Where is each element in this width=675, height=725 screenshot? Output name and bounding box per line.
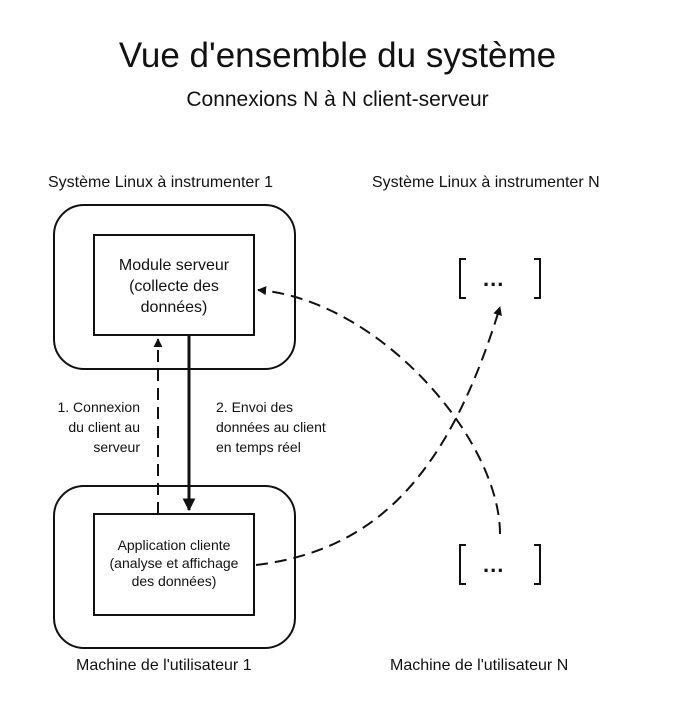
cross-connection-client1-to-serverN xyxy=(255,306,502,566)
server-module-line-1: Module serveur xyxy=(118,257,230,274)
client-app-line-1: Application cliente xyxy=(117,537,231,553)
connection-label-line-1: 1. Connexion xyxy=(57,399,140,415)
data-stream-label: 2. Envoi des données au client en temps … xyxy=(216,397,356,457)
server-system-n-label: Système Linux à instrumenter N xyxy=(372,174,600,191)
user-machine-1-container xyxy=(53,485,296,649)
diagram-title: Vue d'ensemble du système xyxy=(118,36,557,75)
server-module-line-2: (collecte des xyxy=(129,278,219,295)
client-app-line-2: (analyse et affichage xyxy=(109,555,239,571)
server-module-line-3: données) xyxy=(140,299,208,316)
connection-label-line-2: du client au xyxy=(68,419,140,435)
data-stream-label-line-3: en temps réel xyxy=(216,439,301,455)
server-system-1-label: Système Linux à instrumenter 1 xyxy=(48,174,273,191)
server-system-n-placeholder xyxy=(459,258,541,299)
client-app-text: Application cliente (analyse et affichag… xyxy=(94,536,254,590)
user-machine-n-label: Machine de l'utilisateur N xyxy=(390,657,569,674)
data-stream-label-line-2: données au client xyxy=(216,419,326,435)
user-machine-n-placeholder xyxy=(459,544,541,585)
server-module-text: Module serveur (collecte des données) xyxy=(94,255,254,318)
data-stream-label-line-1: 2. Envoi des xyxy=(216,399,294,415)
server-system-1-container xyxy=(53,204,296,370)
cross-connection-clientN-to-server1 xyxy=(257,286,501,535)
diagram-subtitle: Connexions N à N client-serveur xyxy=(186,88,489,111)
server-system-n-dots: ... xyxy=(483,266,505,291)
connection-label-line-3: serveur xyxy=(93,439,140,455)
server-module-box xyxy=(93,234,255,336)
user-machine-1-label: Machine de l'utilisateur 1 xyxy=(76,657,252,674)
connection-label: 1. Connexion du client au serveur xyxy=(20,397,140,457)
client-app-line-3: des données) xyxy=(131,573,217,589)
user-machine-n-dots: ... xyxy=(483,552,505,577)
client-app-box xyxy=(93,513,255,616)
